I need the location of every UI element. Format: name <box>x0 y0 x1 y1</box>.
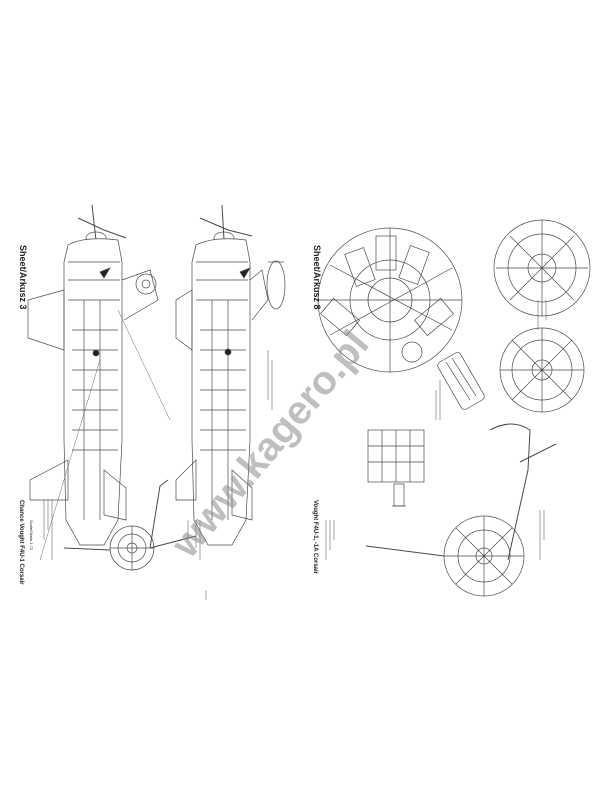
right-sheet-title: Sheet/Arkusz 8 <box>312 245 322 310</box>
cowling-front-view-2 <box>499 327 585 413</box>
left-sheet-title: Sheet/Arkusz 3 <box>18 245 28 310</box>
cowling-front-view-1 <box>493 219 591 317</box>
left-scale-label: Scale/Skala 1:72 <box>29 520 34 551</box>
propeller-hub-detail <box>365 423 557 597</box>
right-aircraft-name: Vought F4U-1, -1A Corsair <box>312 500 318 575</box>
aircraft-side-view-1 <box>27 204 171 561</box>
aircraft-side-view-2 <box>175 204 286 546</box>
left-sheet <box>27 204 286 600</box>
component-detail <box>367 429 425 507</box>
left-aircraft-name: Chance Vought F4U-1 Corsair <box>18 500 24 585</box>
right-notes <box>325 300 547 560</box>
radial-engine-detail <box>317 227 485 410</box>
propeller-front-view <box>63 479 197 571</box>
right-sheet <box>317 219 591 597</box>
left-notes <box>43 350 273 600</box>
